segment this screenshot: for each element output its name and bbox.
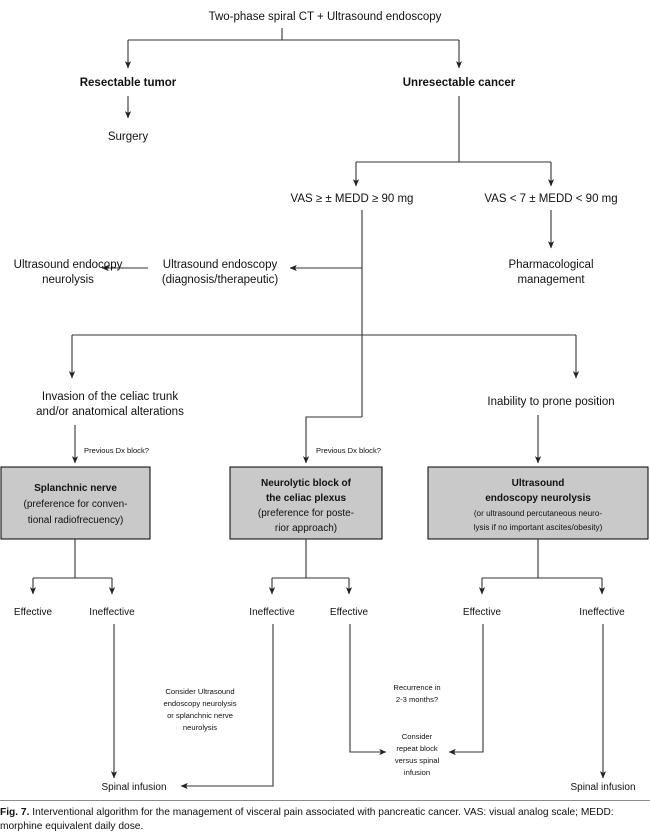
outcome-right-effective: Effective bbox=[463, 607, 502, 618]
edge-spine-to-neurolytic bbox=[302, 416, 362, 464]
box-ultrasound-line4: lysis if no important ascites/obesity) bbox=[474, 523, 603, 532]
node-spinal-infusion-left: Spinal infusion bbox=[101, 782, 166, 793]
node-spinal-infusion-right: Spinal infusion bbox=[570, 782, 635, 793]
edge-mid-effective-to-repeat bbox=[349, 624, 387, 756]
label-previous-dx-block-mid: Previous Dx block? bbox=[316, 446, 381, 455]
label-previous-dx-block-left: Previous Dx block? bbox=[84, 446, 149, 455]
edge-right-effective-to-repeat bbox=[448, 624, 484, 756]
outcome-mid-ineffective: Ineffective bbox=[249, 607, 295, 618]
edge-mid-ineffective-to-spinal bbox=[180, 624, 274, 790]
node-us-neurolysis-line2: neurolysis bbox=[42, 274, 94, 286]
note-consider-us-line2: endoscopy neurolysis bbox=[163, 699, 236, 708]
node-root: Two-phase spiral CT + Ultrasound endosco… bbox=[209, 11, 442, 23]
node-pharmacological-line2: management bbox=[517, 274, 585, 286]
note-consider-repeat-line3: versus spinal bbox=[395, 756, 440, 765]
box-splanchnic-line3: tional radiofrecuency) bbox=[28, 515, 124, 526]
node-invasion-line1: Invasion of the celiac trunk bbox=[42, 391, 178, 403]
node-us-endoscopy-line2: (diagnosis/therapeutic) bbox=[162, 274, 279, 286]
note-consider-repeat-line1: Consider bbox=[402, 732, 433, 741]
box-neurolytic-line1: Neurolytic block of bbox=[261, 478, 352, 489]
box-ultrasound-line3: (or ultrasound percutaneous neuro- bbox=[474, 509, 603, 518]
note-recurrence-line2: 2-3 months? bbox=[396, 695, 438, 704]
box-ultrasound-neurolysis bbox=[427, 466, 649, 540]
note-recurrence-line1: Recurrence in bbox=[393, 683, 440, 692]
note-consider-us-line4: neurolysis bbox=[183, 723, 217, 732]
node-surgery: Surgery bbox=[108, 131, 149, 143]
box-neurolytic-line2: the celiac plexus bbox=[266, 493, 346, 504]
node-unresectable-cancer: Unresectable cancer bbox=[403, 77, 516, 89]
figure-caption: Fig. 7. Interventional algorithm for the… bbox=[0, 806, 650, 833]
node-invasion-line2: and/or anatomical alterations bbox=[36, 406, 184, 418]
node-us-neurolysis-line1: Ultrasound endocopy bbox=[14, 259, 123, 271]
box-splanchnic-line2: (preference for conven- bbox=[24, 499, 128, 510]
node-us-endoscopy-line1: Ultrasound endoscopy bbox=[163, 259, 278, 271]
box-ultrasound-line1: Ultrasound bbox=[512, 478, 565, 489]
note-consider-us-line3: or splanchnic nerve bbox=[167, 711, 233, 720]
caption-label: Fig. 7. bbox=[0, 807, 30, 818]
box-neurolytic-line3: (preference for poste- bbox=[258, 508, 354, 519]
node-vas-high: VAS ≥ ± MEDD ≥ 90 mg bbox=[291, 193, 414, 205]
box-neurolytic-line4: rior approach) bbox=[275, 523, 337, 534]
outcome-mid-effective: Effective bbox=[330, 607, 369, 618]
box-ultrasound-line2: endoscopy neurolysis bbox=[485, 493, 591, 504]
outcome-left-ineffective: Ineffective bbox=[89, 607, 135, 618]
node-prone-position: Inability to prone position bbox=[487, 396, 614, 408]
caption-body: Interventional algorithm for the managem… bbox=[0, 807, 614, 832]
node-vas-low: VAS < 7 ± MEDD < 90 mg bbox=[484, 193, 617, 205]
note-consider-repeat-line4: infusion bbox=[404, 768, 430, 777]
node-resectable-tumor: Resectable tumor bbox=[80, 77, 177, 89]
note-consider-repeat-line2: repeat block bbox=[396, 744, 438, 753]
box-splanchnic-nerve bbox=[0, 466, 151, 540]
caption-divider bbox=[0, 800, 650, 801]
box-splanchnic-line1: Splanchnic nerve bbox=[34, 483, 117, 494]
outcome-right-ineffective: Ineffective bbox=[579, 607, 625, 618]
box-neurolytic-block bbox=[229, 466, 383, 540]
note-consider-us-line1: Consider Ultrasound bbox=[165, 687, 234, 696]
node-pharmacological-line1: Pharmacological bbox=[508, 259, 593, 271]
outcome-left-effective: Effective bbox=[14, 607, 53, 618]
flowchart-diagram: Two-phase spiral CT + Ultrasound endosco… bbox=[0, 11, 649, 793]
